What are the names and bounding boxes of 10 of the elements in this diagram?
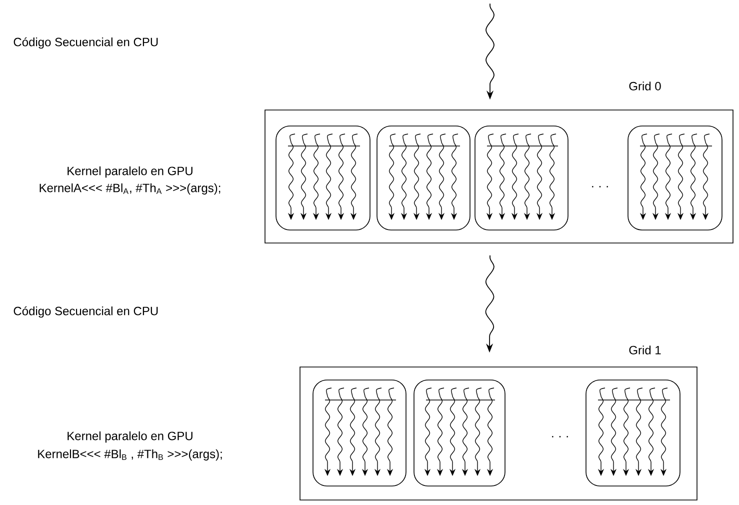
label-text: KernelB<<< #Bl$_{B}$ , #Th$_{B}$ >>>(args);	[38, 449, 222, 461]
label-text: Código Secuencial en CPU	[14, 37, 158, 49]
grid-title: Grid 0	[629, 82, 661, 90]
ellipsis: · · ·	[592, 186, 608, 188]
label-text: Kernel paralelo en GPU	[68, 166, 192, 178]
grid-title: Grid 1	[629, 346, 661, 354]
label-text: Código Secuencial en CPU	[14, 306, 158, 318]
label-text: KernelA<<< #Bl$_{A}$, #Th$_{A}$ >>>(args);	[40, 183, 220, 195]
ellipsis: · · ·	[552, 436, 568, 438]
label-text: Kernel paralelo en GPU	[68, 431, 192, 443]
